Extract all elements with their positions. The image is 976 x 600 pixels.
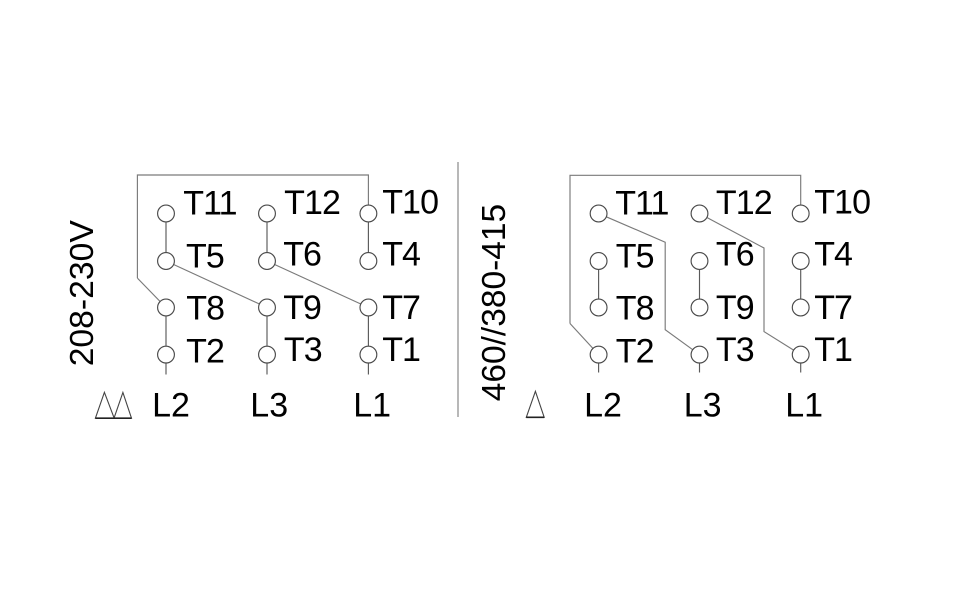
- svg-text:L2: L2: [152, 387, 190, 425]
- svg-text:T8: T8: [616, 290, 654, 328]
- svg-text:T4: T4: [382, 236, 420, 274]
- svg-text:T12: T12: [284, 184, 340, 222]
- svg-text:T6: T6: [716, 236, 754, 274]
- svg-text:T3: T3: [284, 331, 322, 369]
- svg-text:T8: T8: [186, 290, 224, 328]
- svg-text:T6: T6: [283, 236, 321, 274]
- svg-text:T10: T10: [382, 184, 438, 222]
- svg-text:T3: T3: [716, 331, 754, 369]
- svg-text:L1: L1: [353, 387, 391, 425]
- svg-text:460//380-415: 460//380-415: [476, 204, 513, 401]
- svg-text:T2: T2: [616, 332, 654, 370]
- svg-text:T7: T7: [814, 289, 852, 327]
- svg-text:T2: T2: [186, 332, 224, 370]
- svg-text:T12: T12: [716, 184, 772, 222]
- svg-text:208-230V: 208-230V: [63, 220, 101, 367]
- svg-text:T9: T9: [283, 289, 321, 327]
- svg-text:T7: T7: [382, 289, 420, 327]
- svg-text:T4: T4: [814, 236, 852, 274]
- svg-text:T11: T11: [615, 184, 668, 222]
- svg-text:L2: L2: [584, 387, 622, 425]
- svg-text:T1: T1: [382, 331, 420, 369]
- svg-text:T1: T1: [814, 331, 852, 369]
- svg-text:T11: T11: [183, 184, 236, 222]
- svg-text:T5: T5: [616, 237, 654, 275]
- svg-text:L1: L1: [785, 387, 823, 425]
- svg-text:T9: T9: [716, 289, 754, 327]
- svg-text:L3: L3: [250, 387, 288, 425]
- svg-text:T10: T10: [814, 184, 870, 222]
- svg-text:L3: L3: [684, 387, 722, 425]
- svg-text:T5: T5: [186, 237, 224, 275]
